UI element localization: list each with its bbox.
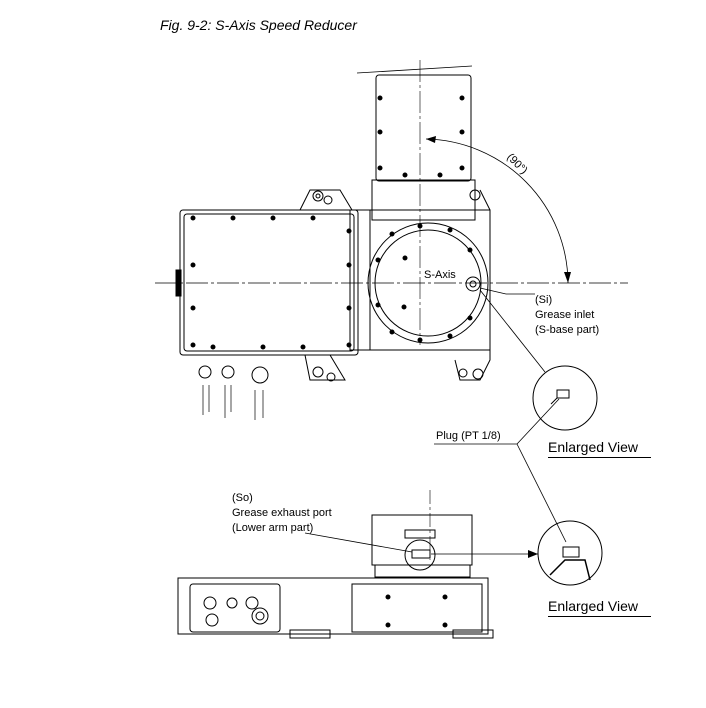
- enlarged-view-label-2: Enlarged View: [548, 598, 651, 617]
- si-line2: (S-base part): [535, 324, 600, 336]
- so-line1: Grease exhaust port: [232, 507, 332, 519]
- axis-label: S-Axis: [424, 269, 456, 281]
- s-base-side-view: [177, 490, 494, 639]
- so-leader: [304, 532, 413, 553]
- enlarged-view-label-1: Enlarged View: [548, 439, 651, 458]
- plug-leader: [516, 398, 560, 445]
- s-base-top-view: [175, 189, 491, 420]
- enlarged-view-circle-1: [532, 365, 598, 431]
- si-code: (Si): [535, 294, 553, 306]
- angle-arc: [425, 138, 569, 284]
- si-line1: Grease inlet: [535, 309, 595, 321]
- so-code: (So): [232, 492, 253, 504]
- si-leader: [479, 287, 507, 295]
- plug-label: Plug (PT 1/8): [436, 430, 501, 442]
- enlarged-view-circle-2: [537, 520, 603, 586]
- so-line2: (Lower arm part): [232, 522, 314, 534]
- figure-title: Fig. 9-2: S-Axis Speed Reducer: [160, 17, 357, 33]
